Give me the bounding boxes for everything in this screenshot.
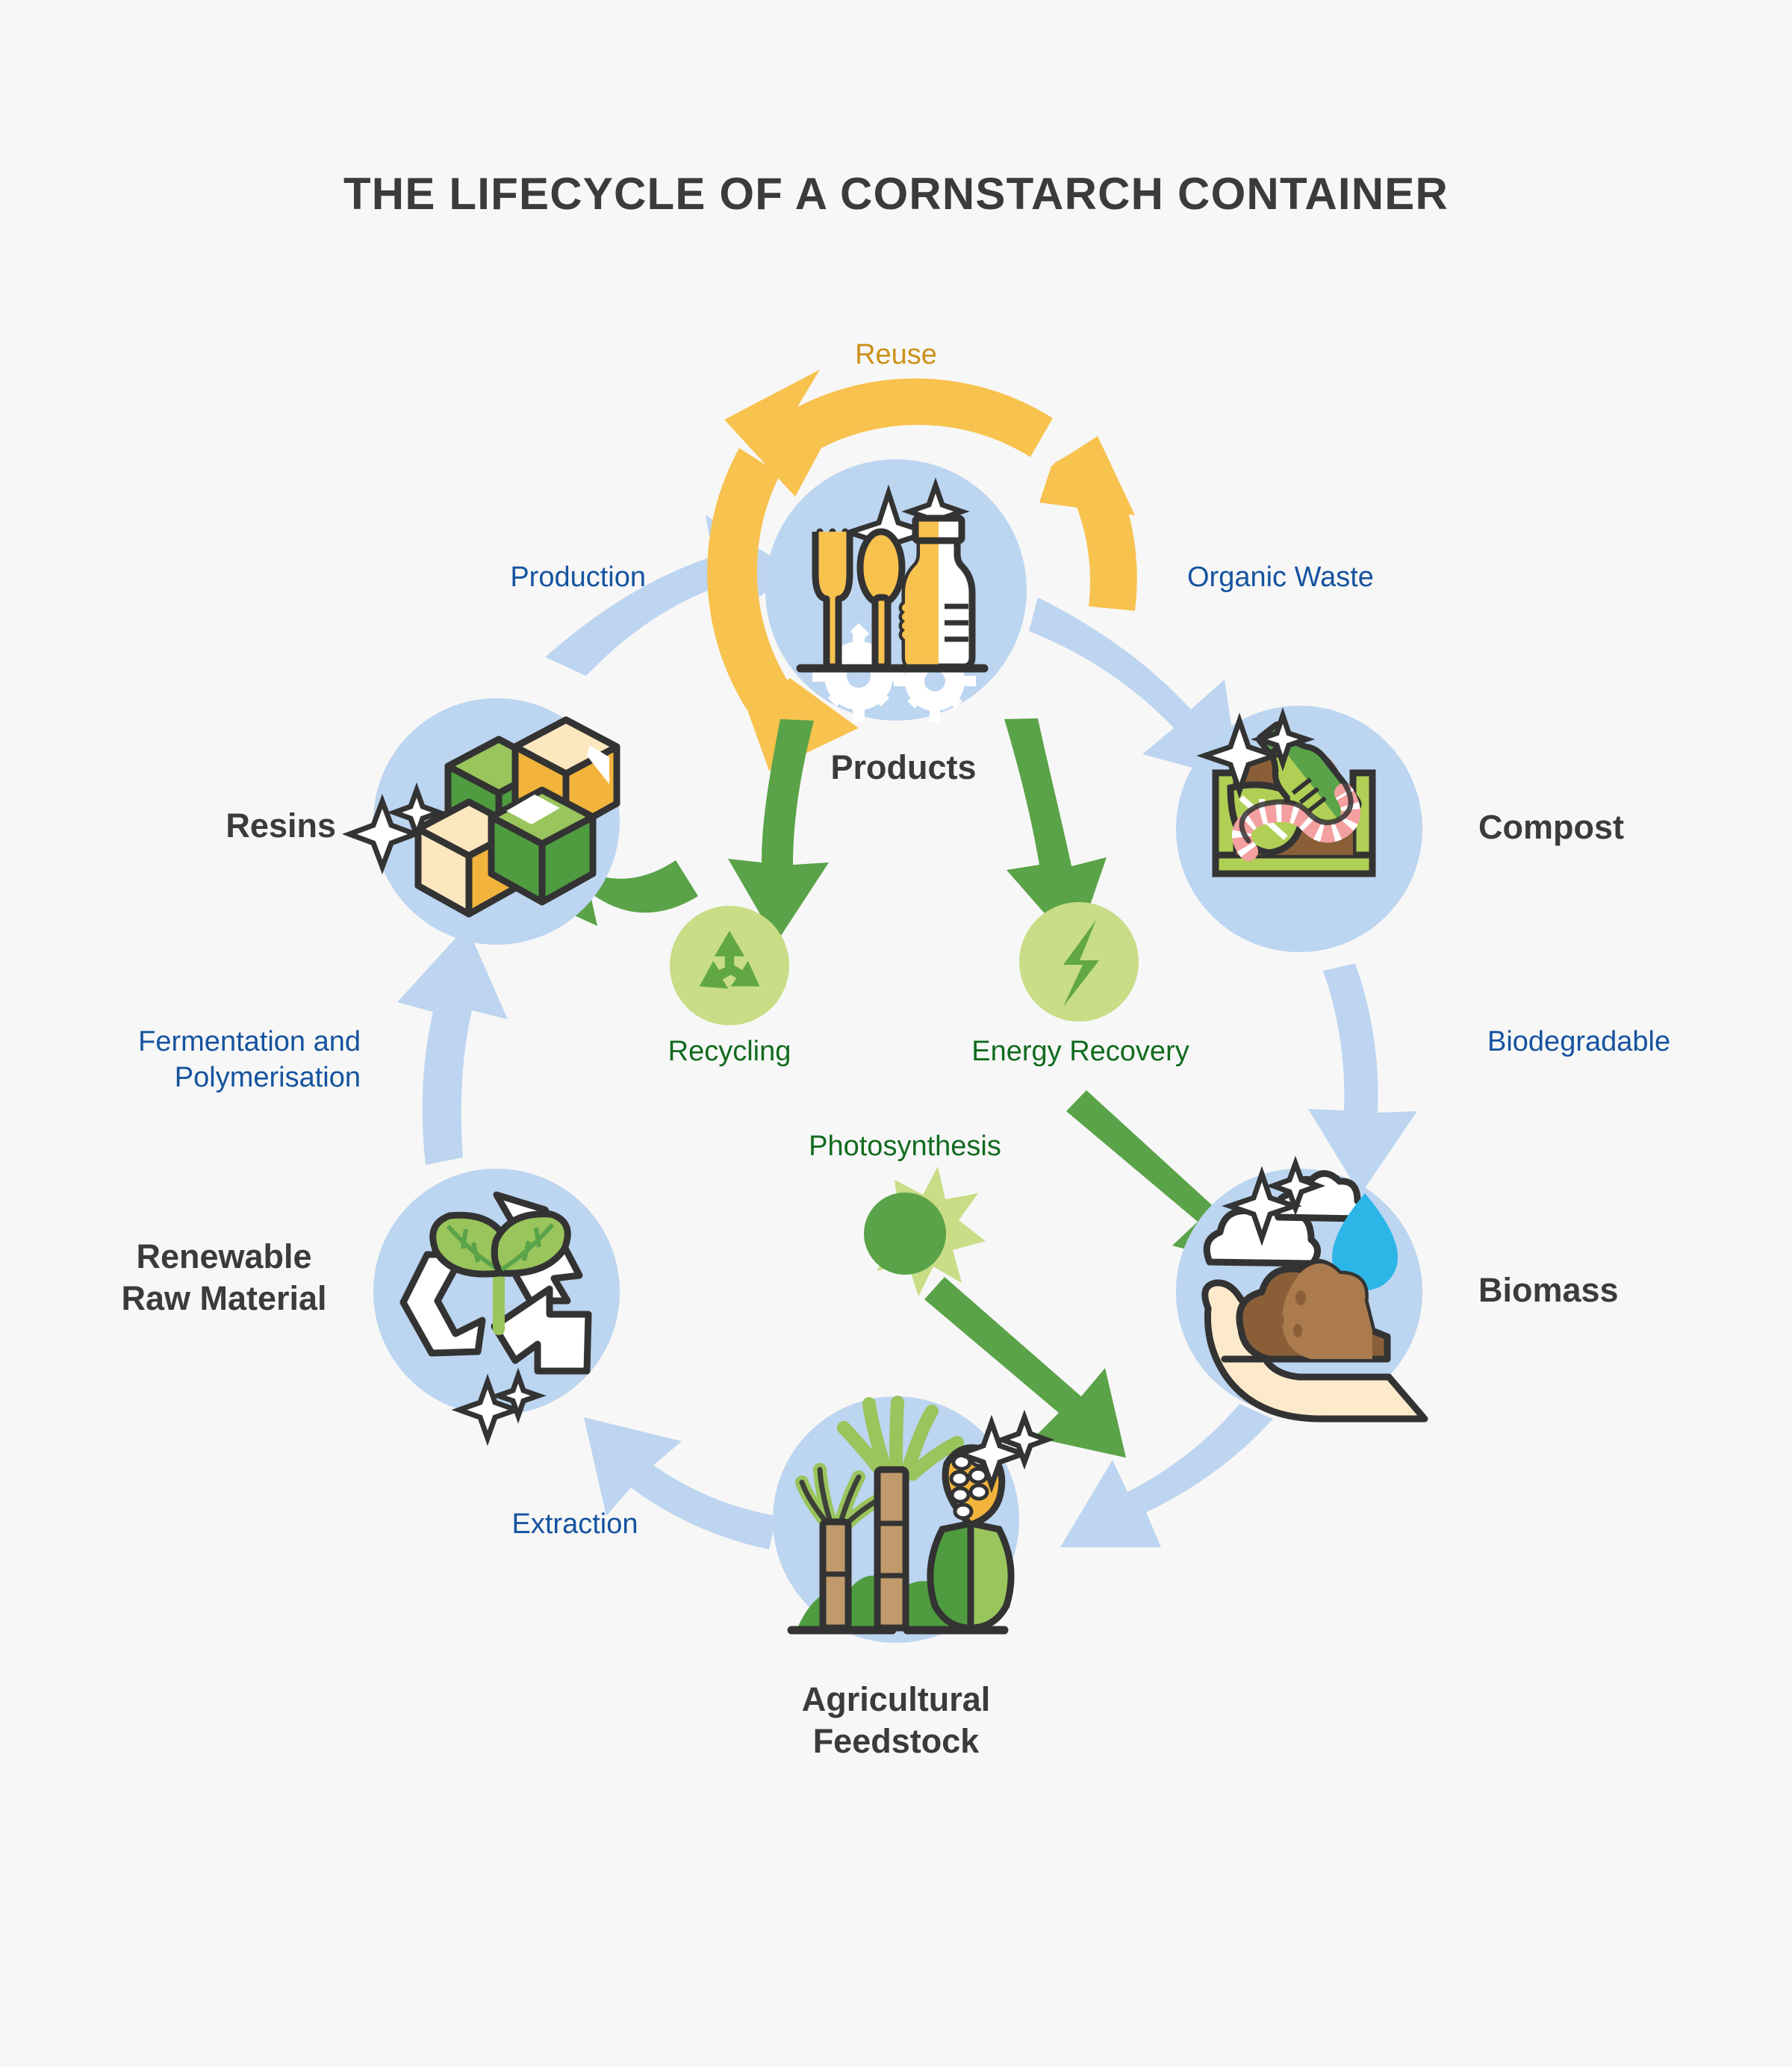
photosynthesis-badge bbox=[864, 1166, 986, 1296]
node-label-feedstock: Agricultural Feedstock bbox=[802, 1679, 991, 1763]
arrow-reuse-right-head bbox=[1039, 436, 1135, 515]
node-label-renewable-line2: Raw Material bbox=[121, 1279, 327, 1318]
sugarcane-corn-icon bbox=[787, 1396, 1055, 1635]
resin-cubes-icon bbox=[342, 716, 620, 918]
node-label-feedstock-line2: Feedstock bbox=[812, 1722, 980, 1761]
badge-label-energy-recovery: Energy Recovery bbox=[971, 1036, 1189, 1067]
node-label-compost: Compost bbox=[1478, 808, 1624, 846]
node-label-biomass: Biomass bbox=[1478, 1271, 1619, 1309]
arrow-photosynthesis-to-feedstock bbox=[924, 1277, 1126, 1458]
flow-label-production: Production bbox=[510, 562, 646, 593]
node-label-renewable: Renewable Raw Material bbox=[121, 1236, 326, 1320]
green-flow-arrows bbox=[508, 718, 1262, 1458]
node-label-feedstock-line1: Agricultural bbox=[801, 1680, 991, 1718]
arrow-products-to-energy bbox=[1004, 718, 1107, 948]
flow-label-reuse: Reuse bbox=[855, 339, 937, 370]
flow-label-biodegradable: Biodegradable bbox=[1487, 1026, 1671, 1057]
recycle-leaves-icon bbox=[399, 1191, 592, 1446]
arrow-fermentation bbox=[397, 926, 508, 1165]
recycling-badge bbox=[670, 906, 789, 1025]
cutlery-bottle-gears-icon bbox=[796, 477, 989, 722]
node-label-renewable-line1: Renewable bbox=[136, 1237, 312, 1275]
compost-bin-worm-icon bbox=[1196, 706, 1376, 877]
node-label-products: Products bbox=[830, 748, 977, 786]
arrow-organic-waste bbox=[1029, 597, 1239, 780]
arrow-biodegradable bbox=[1308, 963, 1417, 1195]
arrow-biomass-to-feedstock bbox=[1060, 1404, 1273, 1547]
blue-flow-arrows bbox=[397, 515, 1417, 1550]
flow-label-fermentation-line2: Polymerisation bbox=[174, 1061, 361, 1093]
badge-label-photosynthesis: Photosynthesis bbox=[809, 1131, 1001, 1162]
arrow-reuse-left bbox=[707, 448, 788, 709]
arrow-extraction bbox=[584, 1417, 777, 1550]
page-title: THE LIFECYCLE OF A CORNSTARCH CONTAINER bbox=[343, 169, 1449, 219]
node-label-resins: Resins bbox=[225, 806, 336, 845]
arrow-reuse-top bbox=[724, 370, 1053, 497]
badge-label-recycling: Recycling bbox=[668, 1036, 791, 1067]
flow-label-organic-waste: Organic Waste bbox=[1187, 562, 1374, 593]
flow-label-fermentation-line1: Fermentation and bbox=[138, 1026, 361, 1057]
flow-label-extraction: Extraction bbox=[511, 1508, 638, 1540]
hand-soil-cloud-drop-icon bbox=[1201, 1155, 1428, 1423]
arrow-products-to-recycling bbox=[728, 719, 829, 942]
flow-label-fermentation: Fermentation and Polymerisation bbox=[138, 1025, 361, 1095]
energy-recovery-badge bbox=[1019, 902, 1139, 1022]
